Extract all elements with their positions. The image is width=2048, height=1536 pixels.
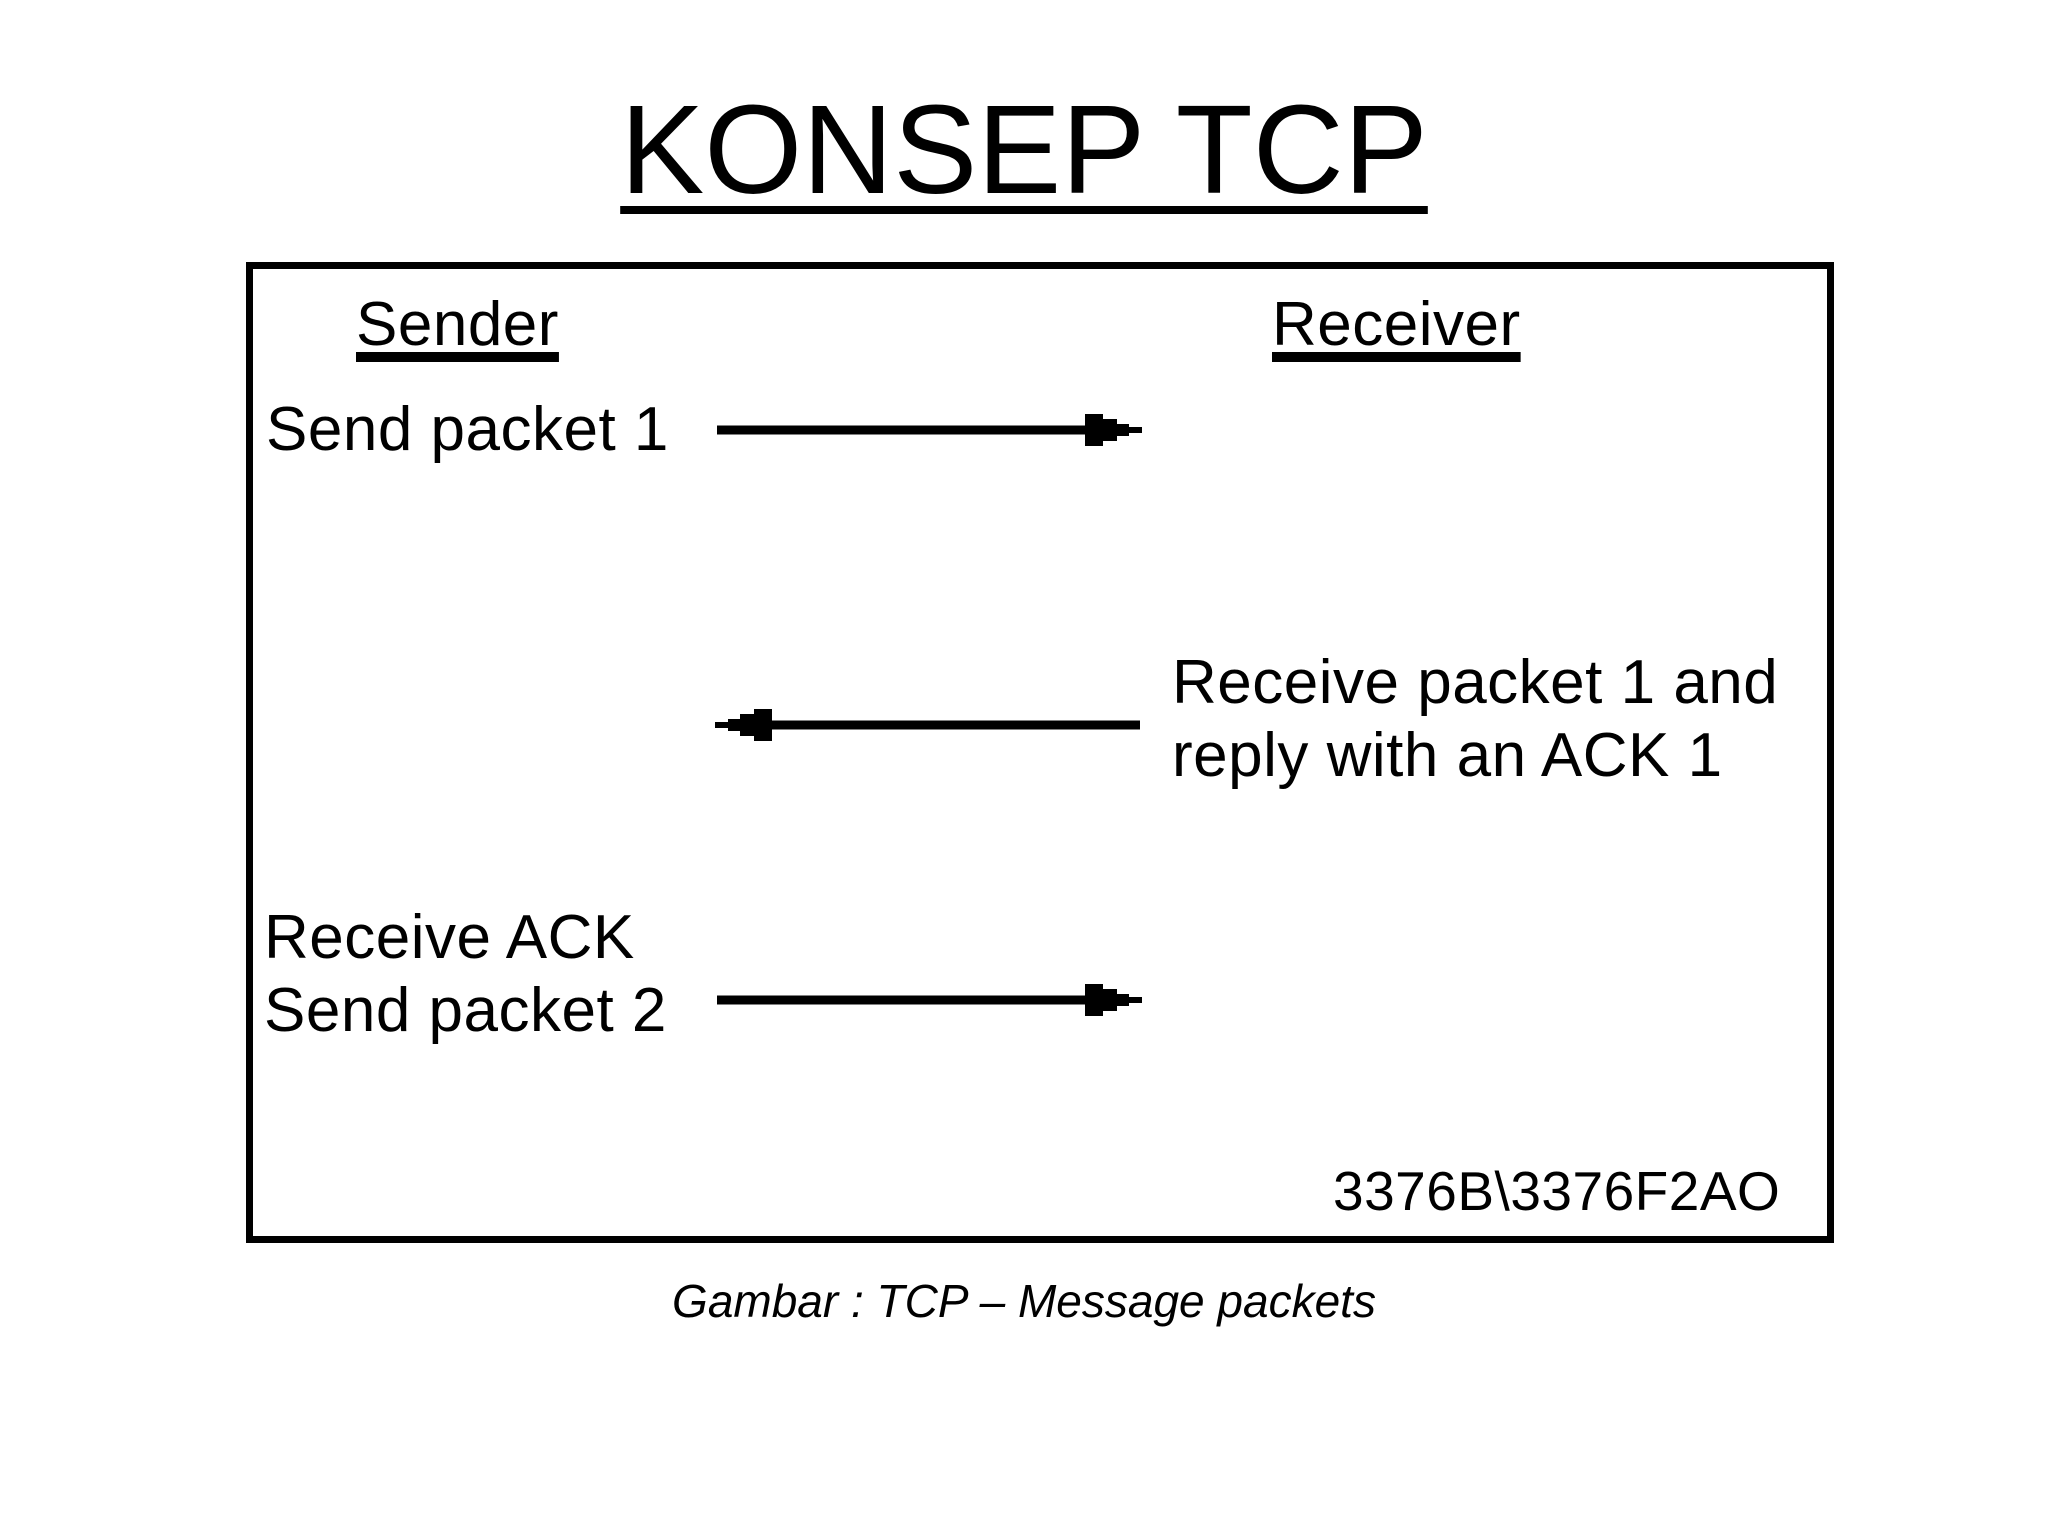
send-packet-1-arrow — [717, 414, 1142, 446]
receiver-heading-text: Receiver — [1272, 290, 1521, 359]
slide-caption: Gambar : TCP – Message packets — [672, 1275, 1376, 1327]
receiver-heading: Receiver — [1272, 288, 1521, 361]
figure-code: 3376B\3376F2AO — [1333, 1160, 1781, 1222]
arrow-head-left-icon — [715, 709, 772, 741]
arrow-head-right-icon — [1085, 414, 1142, 446]
arrow-head-right-icon — [1085, 984, 1142, 1016]
receive-ack-label: Receive ACK Send packet 2 — [264, 901, 667, 1047]
receive-packet-1-label: Receive packet 1 and reply with an ACK 1 — [1172, 646, 1778, 792]
sender-heading: Sender — [356, 288, 559, 361]
ack-1-arrow — [715, 709, 1140, 741]
receive-packet-1-line2: reply with an ACK 1 — [1172, 721, 1723, 790]
slide-title: KONSEP TCP — [0, 75, 2048, 225]
sender-heading-text: Sender — [356, 290, 559, 359]
receive-ack-line1: Receive ACK — [264, 903, 635, 972]
send-packet-2-arrow — [717, 984, 1142, 1016]
receive-packet-1-line1: Receive packet 1 and — [1172, 648, 1779, 717]
slide-title-text: KONSEP TCP — [620, 79, 1428, 220]
receive-ack-line2: Send packet 2 — [264, 976, 667, 1045]
send-packet-1-label: Send packet 1 — [266, 395, 669, 464]
